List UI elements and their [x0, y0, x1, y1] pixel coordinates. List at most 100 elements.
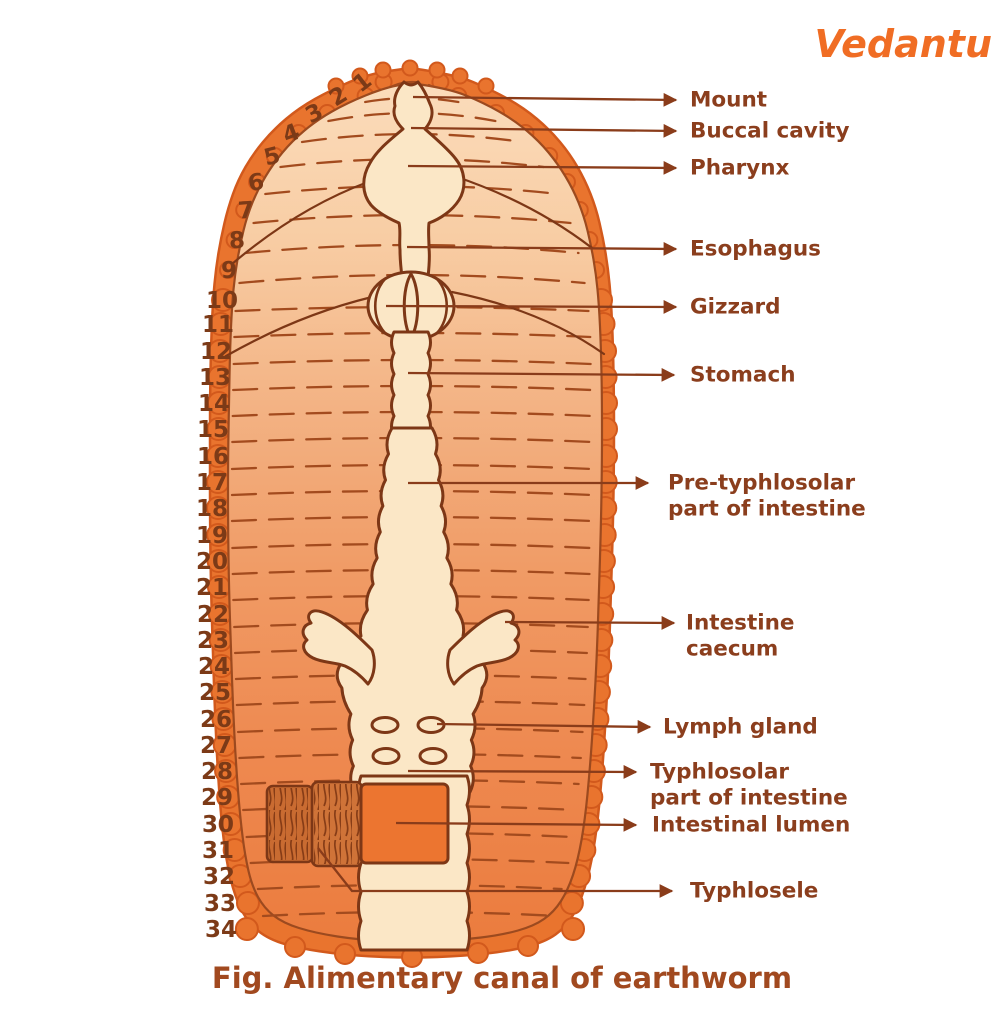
rim-scallop [334, 943, 356, 965]
segment-numbers: 1234567891011121314151617181920212223242… [196, 68, 377, 943]
rim-scallop [428, 61, 446, 79]
segment-line [234, 673, 587, 681]
segment-number: 25 [199, 680, 231, 706]
label-typhlosolar: Typhlosolar [650, 760, 789, 785]
segment-number: 5 [261, 142, 283, 171]
segment-number: 31 [202, 838, 234, 864]
lymph-gland-shape [418, 747, 448, 765]
segment-line [391, 80, 433, 88]
rim-scallop [351, 67, 369, 85]
segment-number: 15 [197, 417, 229, 443]
typhlosole-villi [314, 784, 360, 864]
leader-line-typhlosele [317, 847, 674, 898]
label-pharynx: Pharynx [690, 156, 789, 181]
segment-number: 14 [198, 391, 230, 417]
rim-scallop [234, 917, 259, 941]
segment-number: 16 [197, 444, 229, 470]
vedantu-logo: Vedantu [814, 22, 992, 66]
segment-line [230, 515, 593, 523]
segment-number: 30 [202, 812, 234, 838]
segment-line [232, 594, 590, 602]
label-gizzard: Gizzard [690, 295, 781, 320]
segment-number: 29 [201, 785, 233, 811]
segment-number: 20 [196, 549, 228, 575]
segment-number: 12 [200, 339, 232, 365]
segment-number: 21 [196, 575, 228, 601]
rim-scallop [467, 942, 489, 964]
label-mount: Mount [690, 88, 767, 113]
muscle-strand [452, 174, 594, 250]
label-pre-typhlosolar: Pre-typhlosolar [668, 471, 855, 496]
segment-number: 10 [206, 288, 238, 314]
segment-line [231, 410, 594, 418]
segment-line [230, 463, 594, 471]
muscle-strand [230, 180, 370, 266]
segment-number: 11 [202, 312, 234, 338]
rim-scallop [451, 67, 469, 85]
rim-scallop [284, 936, 306, 958]
segment-number: 27 [200, 733, 232, 759]
intestinal-caecum-right [446, 609, 521, 686]
leader-line-intestinal-lumen [395, 817, 638, 832]
rim-scallop [517, 935, 539, 957]
segment-number: 33 [204, 891, 236, 917]
lymph-gland-shape [371, 747, 401, 765]
intestinal-caecum-left [301, 609, 376, 686]
segment-line [233, 621, 589, 629]
muscle-strand [224, 295, 374, 358]
leader-line-esophagus [406, 242, 678, 256]
rim-scallop [477, 77, 495, 95]
leader-line-pharynx [407, 161, 678, 175]
segment-line [233, 331, 592, 339]
segment-number: 8 [229, 228, 246, 255]
leader-line-intestine-caecum [504, 616, 676, 630]
segment-number: 9 [221, 258, 237, 284]
segment-number: 28 [201, 759, 233, 785]
segment-number: 13 [199, 365, 231, 391]
rim-scallop [561, 917, 586, 941]
label-intestine-caecum-line2: caecum [686, 637, 778, 662]
segment-number: 23 [197, 628, 229, 654]
rim-scallop [327, 77, 345, 95]
leader-lines [317, 92, 678, 898]
segment-number: 34 [205, 917, 237, 943]
leader-line-typhlosolar [407, 765, 638, 779]
segment-number: 17 [196, 470, 228, 496]
segment-line [232, 384, 593, 392]
segment-number: 18 [196, 496, 228, 522]
segment-number: 6 [246, 169, 265, 197]
figure-caption: Fig. Alimentary canal of earthworm [212, 961, 792, 995]
segment-line [234, 305, 590, 313]
segment-number: 7 [237, 197, 255, 224]
label-typhlosolar-line2: part of intestine [650, 786, 848, 811]
segment-line [233, 647, 588, 655]
gizzard-fold [374, 277, 387, 335]
segment-number: 19 [196, 523, 228, 549]
segment-line [230, 489, 593, 497]
label-buccal-cavity: Buccal cavity [690, 119, 849, 144]
mouth-buccal-pharynx-esophagus [362, 80, 466, 279]
canal-lower [265, 609, 521, 952]
label-esophagus: Esophagus [690, 237, 821, 262]
label-typhlosele: Typhlosele [690, 879, 818, 904]
label-stomach: Stomach [690, 363, 796, 388]
segment-line [231, 568, 591, 576]
rim-scallop [374, 61, 392, 79]
rim-scallop [235, 891, 260, 915]
leader-line-mount [412, 92, 678, 107]
label-intestinal-lumen: Intestinal lumen [652, 813, 850, 838]
lymph-gland-shape [370, 716, 400, 734]
leader-line-buccal-cavity [410, 123, 678, 138]
rim-scallop [401, 59, 419, 77]
typhlosole-villi [269, 788, 311, 860]
label-lymph-gland: Lymph gland [663, 715, 818, 740]
muscle-strands [224, 174, 606, 358]
segment-line [235, 699, 586, 707]
segment-number: 22 [197, 602, 229, 628]
segment-number: 32 [203, 864, 235, 890]
leader-line-gizzard [385, 300, 678, 314]
label-pre-typhlosolar-line2: part of intestine [668, 497, 866, 522]
